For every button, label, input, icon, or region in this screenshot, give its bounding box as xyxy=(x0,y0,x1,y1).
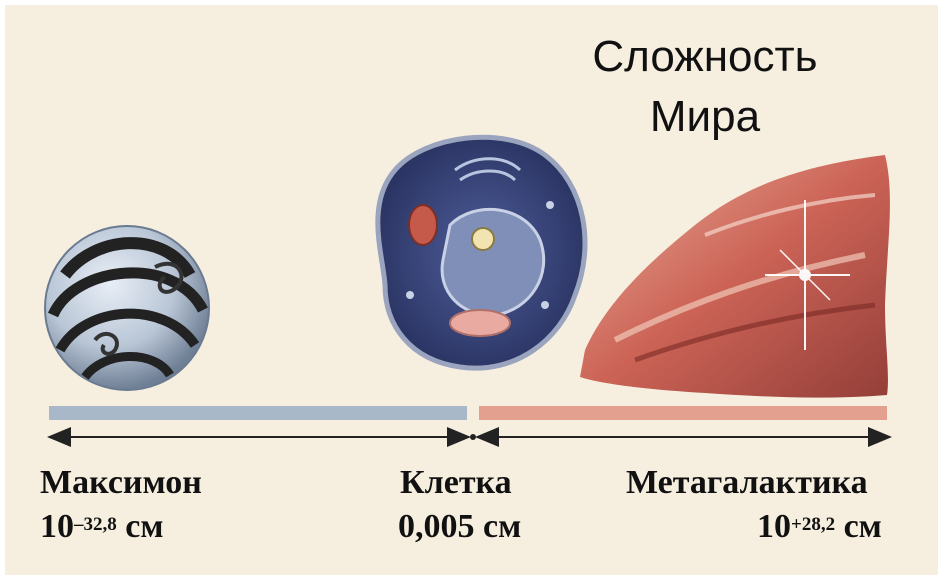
metagalaxy-size: 10+28,2 см xyxy=(757,507,882,547)
spiral-sphere-icon xyxy=(45,226,209,390)
maximon-size-base: 10 xyxy=(40,508,74,545)
cell-size: 0,005 см xyxy=(398,507,521,547)
maximon-size: 10–32,8 см xyxy=(40,507,164,547)
red-scale-bar xyxy=(479,406,887,420)
metagalaxy-size-exponent: +28,2 xyxy=(791,514,835,535)
center-point xyxy=(470,434,476,440)
metagalaxy-name: Метагалактика xyxy=(626,463,868,503)
maximon-size-unit: см xyxy=(117,508,164,545)
cell-name: Клетка xyxy=(400,463,512,503)
cell-icon xyxy=(378,137,585,368)
blue-scale-bar xyxy=(49,406,467,420)
title-line2: Мира xyxy=(525,91,885,143)
metagalaxy-size-base: 10 xyxy=(757,508,791,545)
galaxy-icon xyxy=(580,155,890,398)
metagalaxy-size-unit: см xyxy=(835,508,882,545)
title-line1: Сложность xyxy=(525,31,885,83)
maximon-name: Максимон xyxy=(40,463,202,503)
diagram-canvas: Сложность Мира Максимон 10–32,8 см Клетк… xyxy=(5,5,938,575)
maximon-size-exponent: –32,8 xyxy=(74,514,117,535)
